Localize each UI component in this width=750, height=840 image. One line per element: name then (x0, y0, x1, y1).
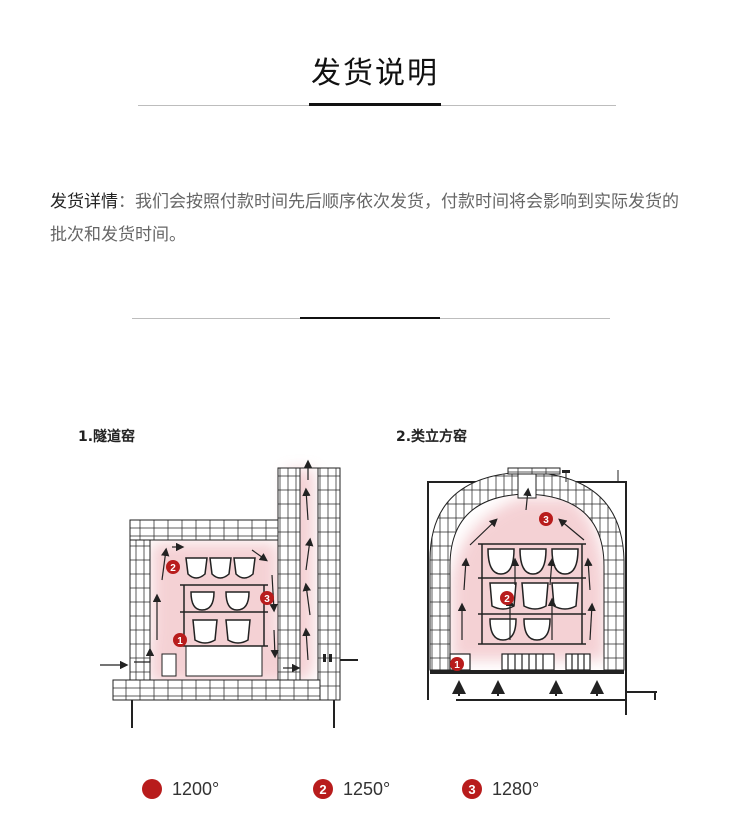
cube-kiln-label: 2.类立方窑 (396, 429, 468, 445)
kiln-floor (112, 679, 321, 701)
kiln-cart (185, 645, 263, 677)
details-text: ：我们会按照付款时间先后顺序依次发货，付款时间将会影响到实际发货的批次和发货时间… (50, 192, 679, 245)
svg-text:1: 1 (454, 660, 460, 671)
legend-value-1280: 1280° (492, 778, 540, 799)
temp-marker-2: 2 (166, 560, 180, 574)
shipping-details: 发货详情：我们会按照付款时间先后顺序依次发货，付款时间将会影响到实际发货的批次和… (50, 186, 690, 252)
cube-kiln-diagram: 1 2 3 (427, 467, 657, 715)
legend-marker-2: 2 (313, 779, 333, 799)
title-underline (309, 103, 441, 106)
kiln-left-wall (129, 539, 151, 681)
legend-item-1280: 3 1280° (462, 776, 539, 802)
legend-marker-3: 3 (462, 779, 482, 799)
temp-marker-3: 3 (539, 512, 553, 526)
intake-arrows (452, 680, 604, 696)
tunnel-kiln-diagram: 1 2 3 (100, 459, 358, 728)
chimney-wall (317, 467, 341, 701)
kiln-inner-wall (277, 467, 301, 681)
airflow-arrows (457, 487, 596, 641)
svg-text:3: 3 (264, 594, 270, 605)
temp-marker-2: 2 (500, 591, 514, 605)
pottery (185, 557, 256, 644)
page-title: 发货说明 (311, 56, 439, 91)
tunnel-kiln-label: 1.隧道窑 (78, 429, 136, 445)
svg-text:1: 1 (177, 636, 183, 647)
legend-item-1200: 1200° (142, 776, 219, 802)
details-label: 发货详情 (50, 192, 118, 212)
temp-marker-3: 3 (260, 591, 274, 605)
airflow-arrows (100, 459, 314, 673)
legend-value-1200: 1200° (172, 778, 220, 799)
svg-text:2: 2 (504, 594, 510, 605)
temp-marker-1: 1 (450, 657, 464, 671)
legend-marker-1 (142, 779, 162, 799)
svg-text:3: 3 (543, 515, 549, 526)
legend-item-1250: 2 1250° (313, 776, 390, 802)
kiln-roof (129, 519, 281, 541)
temp-marker-1: 1 (173, 633, 187, 647)
svg-text:2: 2 (170, 563, 176, 574)
section-underline (300, 317, 440, 319)
legend-value-1250: 1250° (343, 778, 391, 799)
